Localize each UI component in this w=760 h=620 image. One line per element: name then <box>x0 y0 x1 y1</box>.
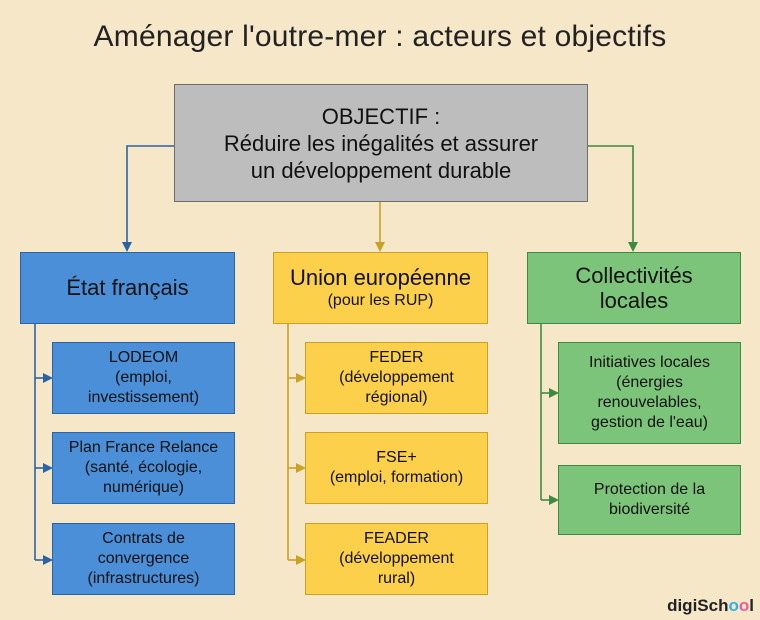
measure-line: (développement <box>339 550 454 567</box>
measure-line: (infrastructures) <box>87 570 200 587</box>
objective-line: Réduire les inégalités et assurer <box>223 130 539 156</box>
measure-line: FEDER <box>369 349 424 366</box>
measure-line: régional) <box>365 389 428 406</box>
measure-line: convergence <box>97 550 190 567</box>
objective-line: un développement durable <box>250 157 512 183</box>
measure-line: FEADER <box>364 530 429 547</box>
measure-feader: FEADER (développement rural) <box>305 523 488 595</box>
actor-sublabel: (pour les RUP) <box>327 292 434 309</box>
measure-line: Contrats de <box>102 530 185 547</box>
page-title: Aménager l'outre-mer : acteurs et object… <box>93 20 667 53</box>
actor-label: Union européenne <box>289 265 472 290</box>
measure-line: gestion de l'eau) <box>591 414 708 431</box>
actor-union-europeenne: Union européenne (pour les RUP) <box>273 252 488 324</box>
arrow-objective-to-collectivites <box>588 145 638 252</box>
measure-line: (santé, écologie, <box>84 459 203 476</box>
measure-line: investissement) <box>87 389 200 406</box>
actor-etat-francais: État français <box>20 252 235 324</box>
measure-contrats-convergence: Contrats de convergence (infrastructures… <box>52 523 235 595</box>
logo-letter: o <box>738 596 750 615</box>
measure-fse-plus: FSE+ (emploi, formation) <box>305 432 488 504</box>
measure-protection-biodiversite: Protection de la biodiversité <box>558 465 741 535</box>
measure-line: Plan France Relance <box>68 439 219 456</box>
actor-collectivites-locales: Collectivités locales <box>527 252 741 324</box>
logo-letter: o <box>728 596 739 615</box>
measure-line: FSE+ <box>376 449 417 466</box>
actor-label: État français <box>66 275 189 300</box>
objective-box: OBJECTIF : Réduire les inégalités et ass… <box>174 84 588 202</box>
measure-line: Protection de la <box>593 481 706 498</box>
measure-line: (énergies <box>616 374 683 391</box>
actor-label: Collectivités <box>575 263 693 288</box>
objective-label: OBJECTIF : <box>321 103 441 129</box>
measure-line: LODEOM <box>108 349 179 366</box>
measure-feder: FEDER (développement régional) <box>305 342 488 414</box>
measure-line: biodiversité <box>609 501 690 518</box>
actor-label: locales <box>599 288 669 313</box>
logo-text: l <box>749 596 754 615</box>
measure-initiatives-locales: Initiatives locales (énergies renouvelab… <box>558 342 741 444</box>
measure-line: rural) <box>377 570 416 587</box>
arrow-objective-to-etat <box>122 145 174 252</box>
logo-text: digiSch <box>667 596 729 615</box>
measure-line: (emploi, formation) <box>329 469 464 486</box>
measure-lodeom: LODEOM (emploi, investissement) <box>52 342 235 414</box>
measure-line: (emploi, <box>115 369 172 386</box>
measure-line: numérique) <box>103 479 184 496</box>
measure-plan-france-relance: Plan France Relance (santé, écologie, nu… <box>52 432 235 504</box>
measure-line: Initiatives locales <box>589 354 710 371</box>
digischool-logo: digiSchool <box>667 596 754 616</box>
measure-line: renouvelables, <box>597 394 702 411</box>
measure-line: (développement <box>339 369 454 386</box>
